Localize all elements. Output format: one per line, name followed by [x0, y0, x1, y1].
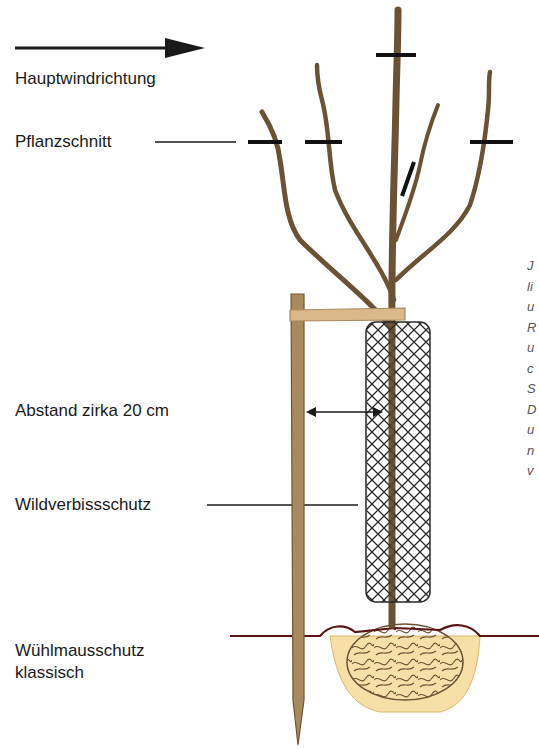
guard-label: Wildverbissschutz [15, 494, 205, 516]
leader-line [155, 141, 236, 142]
cut-mark [248, 55, 513, 196]
side-note: J li u R u c S D u n v [527, 256, 539, 482]
cut-label: Pflanzschnitt [15, 131, 150, 153]
vole-guard-label: Wühlmausschutz klassisch [15, 640, 175, 684]
wind-arrow [15, 38, 205, 58]
root-ball [347, 624, 463, 700]
ground-line [230, 625, 539, 636]
wind-label: Hauptwindrichtung [15, 68, 215, 90]
tree-crown [262, 10, 490, 625]
browse-guard [366, 322, 430, 602]
trunk [390, 330, 395, 600]
leader-line [207, 504, 358, 505]
distance-label: Abstand zirka 20 cm [15, 400, 245, 422]
distance-arrow [306, 407, 383, 417]
tree-tie [290, 308, 405, 321]
tree-stake [291, 294, 304, 745]
